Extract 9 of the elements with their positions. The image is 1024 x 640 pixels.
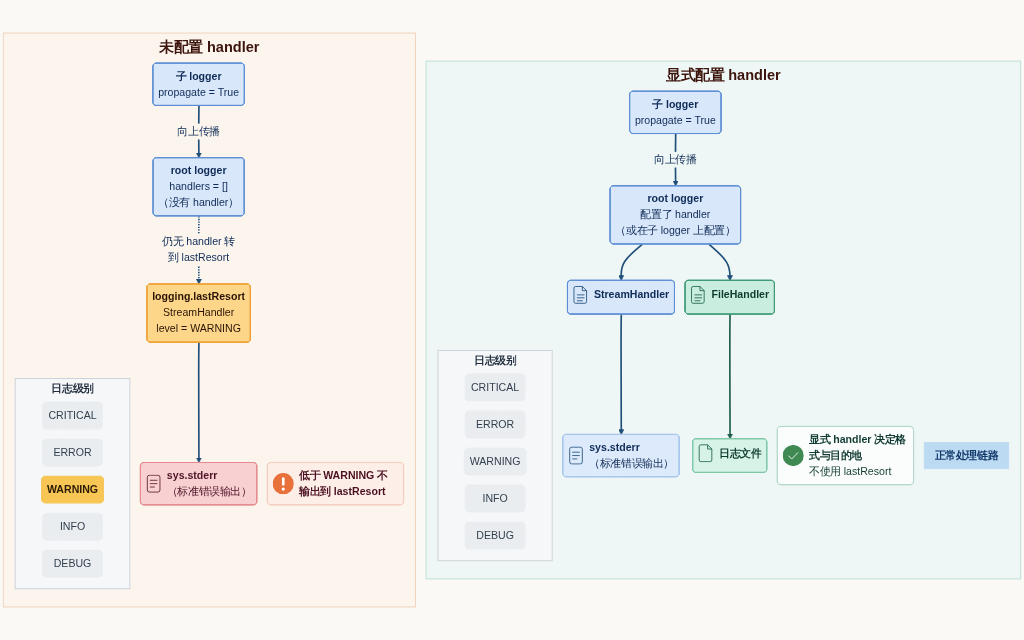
edge-label: 仍无 handler 转到 lastResort <box>162 236 236 264</box>
node-box: 正常处理链路 <box>923 442 1010 470</box>
arrow <box>196 341 202 464</box>
edge-label: 向上传播 <box>654 153 697 165</box>
arrow <box>727 313 733 440</box>
arrow <box>618 313 625 435</box>
arrow <box>708 243 733 281</box>
arrow <box>618 243 644 281</box>
edge-label: 向上传播 <box>177 125 220 137</box>
